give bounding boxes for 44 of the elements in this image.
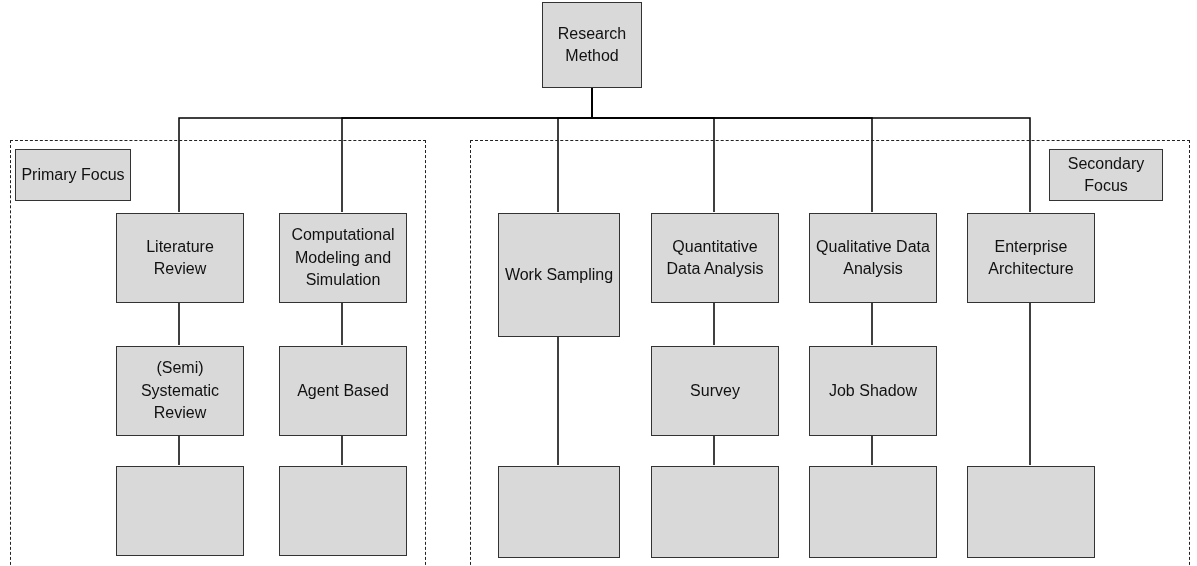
empty-box [498,466,620,558]
box-text: Agent Based [297,380,389,401]
process-box [967,213,1095,303]
empty-box [967,466,1095,558]
connector-line [178,301,180,346]
connector-line [341,434,343,466]
box-text: Literature Review [145,236,215,279]
empty-box [279,466,407,556]
connector-line [178,434,180,466]
box-text: Enterprise Architecture [987,236,1075,279]
box-text: Quantitative Data Analysis [665,236,765,279]
process-box [651,346,779,436]
box-text: Job Shadow [828,380,918,401]
connector-line [557,335,559,466]
process-box [279,346,407,436]
box-text: Primary Focus [21,164,125,185]
connector-line [713,434,715,466]
connector-line [871,434,873,466]
process-box [116,346,244,436]
process-box [498,213,620,337]
box-text: Qualitative Data Analysis [815,236,931,279]
connector-line [341,301,343,346]
box-text: Computational Modeling and Simulation [290,225,396,291]
box-text: Research Method [556,23,628,66]
empty-box [809,466,937,558]
process-box [809,213,937,303]
box-text: Survey [690,380,740,401]
process-box [809,346,937,436]
dashed-group-region [10,140,426,566]
box-text: Work Sampling [504,264,614,285]
empty-box [116,466,244,556]
box-text: (Semi) Systematic Review [139,358,221,424]
group-label-box [1049,149,1163,201]
group-label-box [15,149,131,201]
process-box [116,213,244,303]
process-box [279,213,407,303]
empty-box [651,466,779,558]
process-box [542,2,642,88]
connector-line [871,301,873,346]
dashed-group-region [470,140,1190,566]
process-box [651,213,779,303]
box-text: Secondary Focus [1066,153,1146,196]
connector-line [1029,301,1031,466]
connector-line [713,301,715,346]
